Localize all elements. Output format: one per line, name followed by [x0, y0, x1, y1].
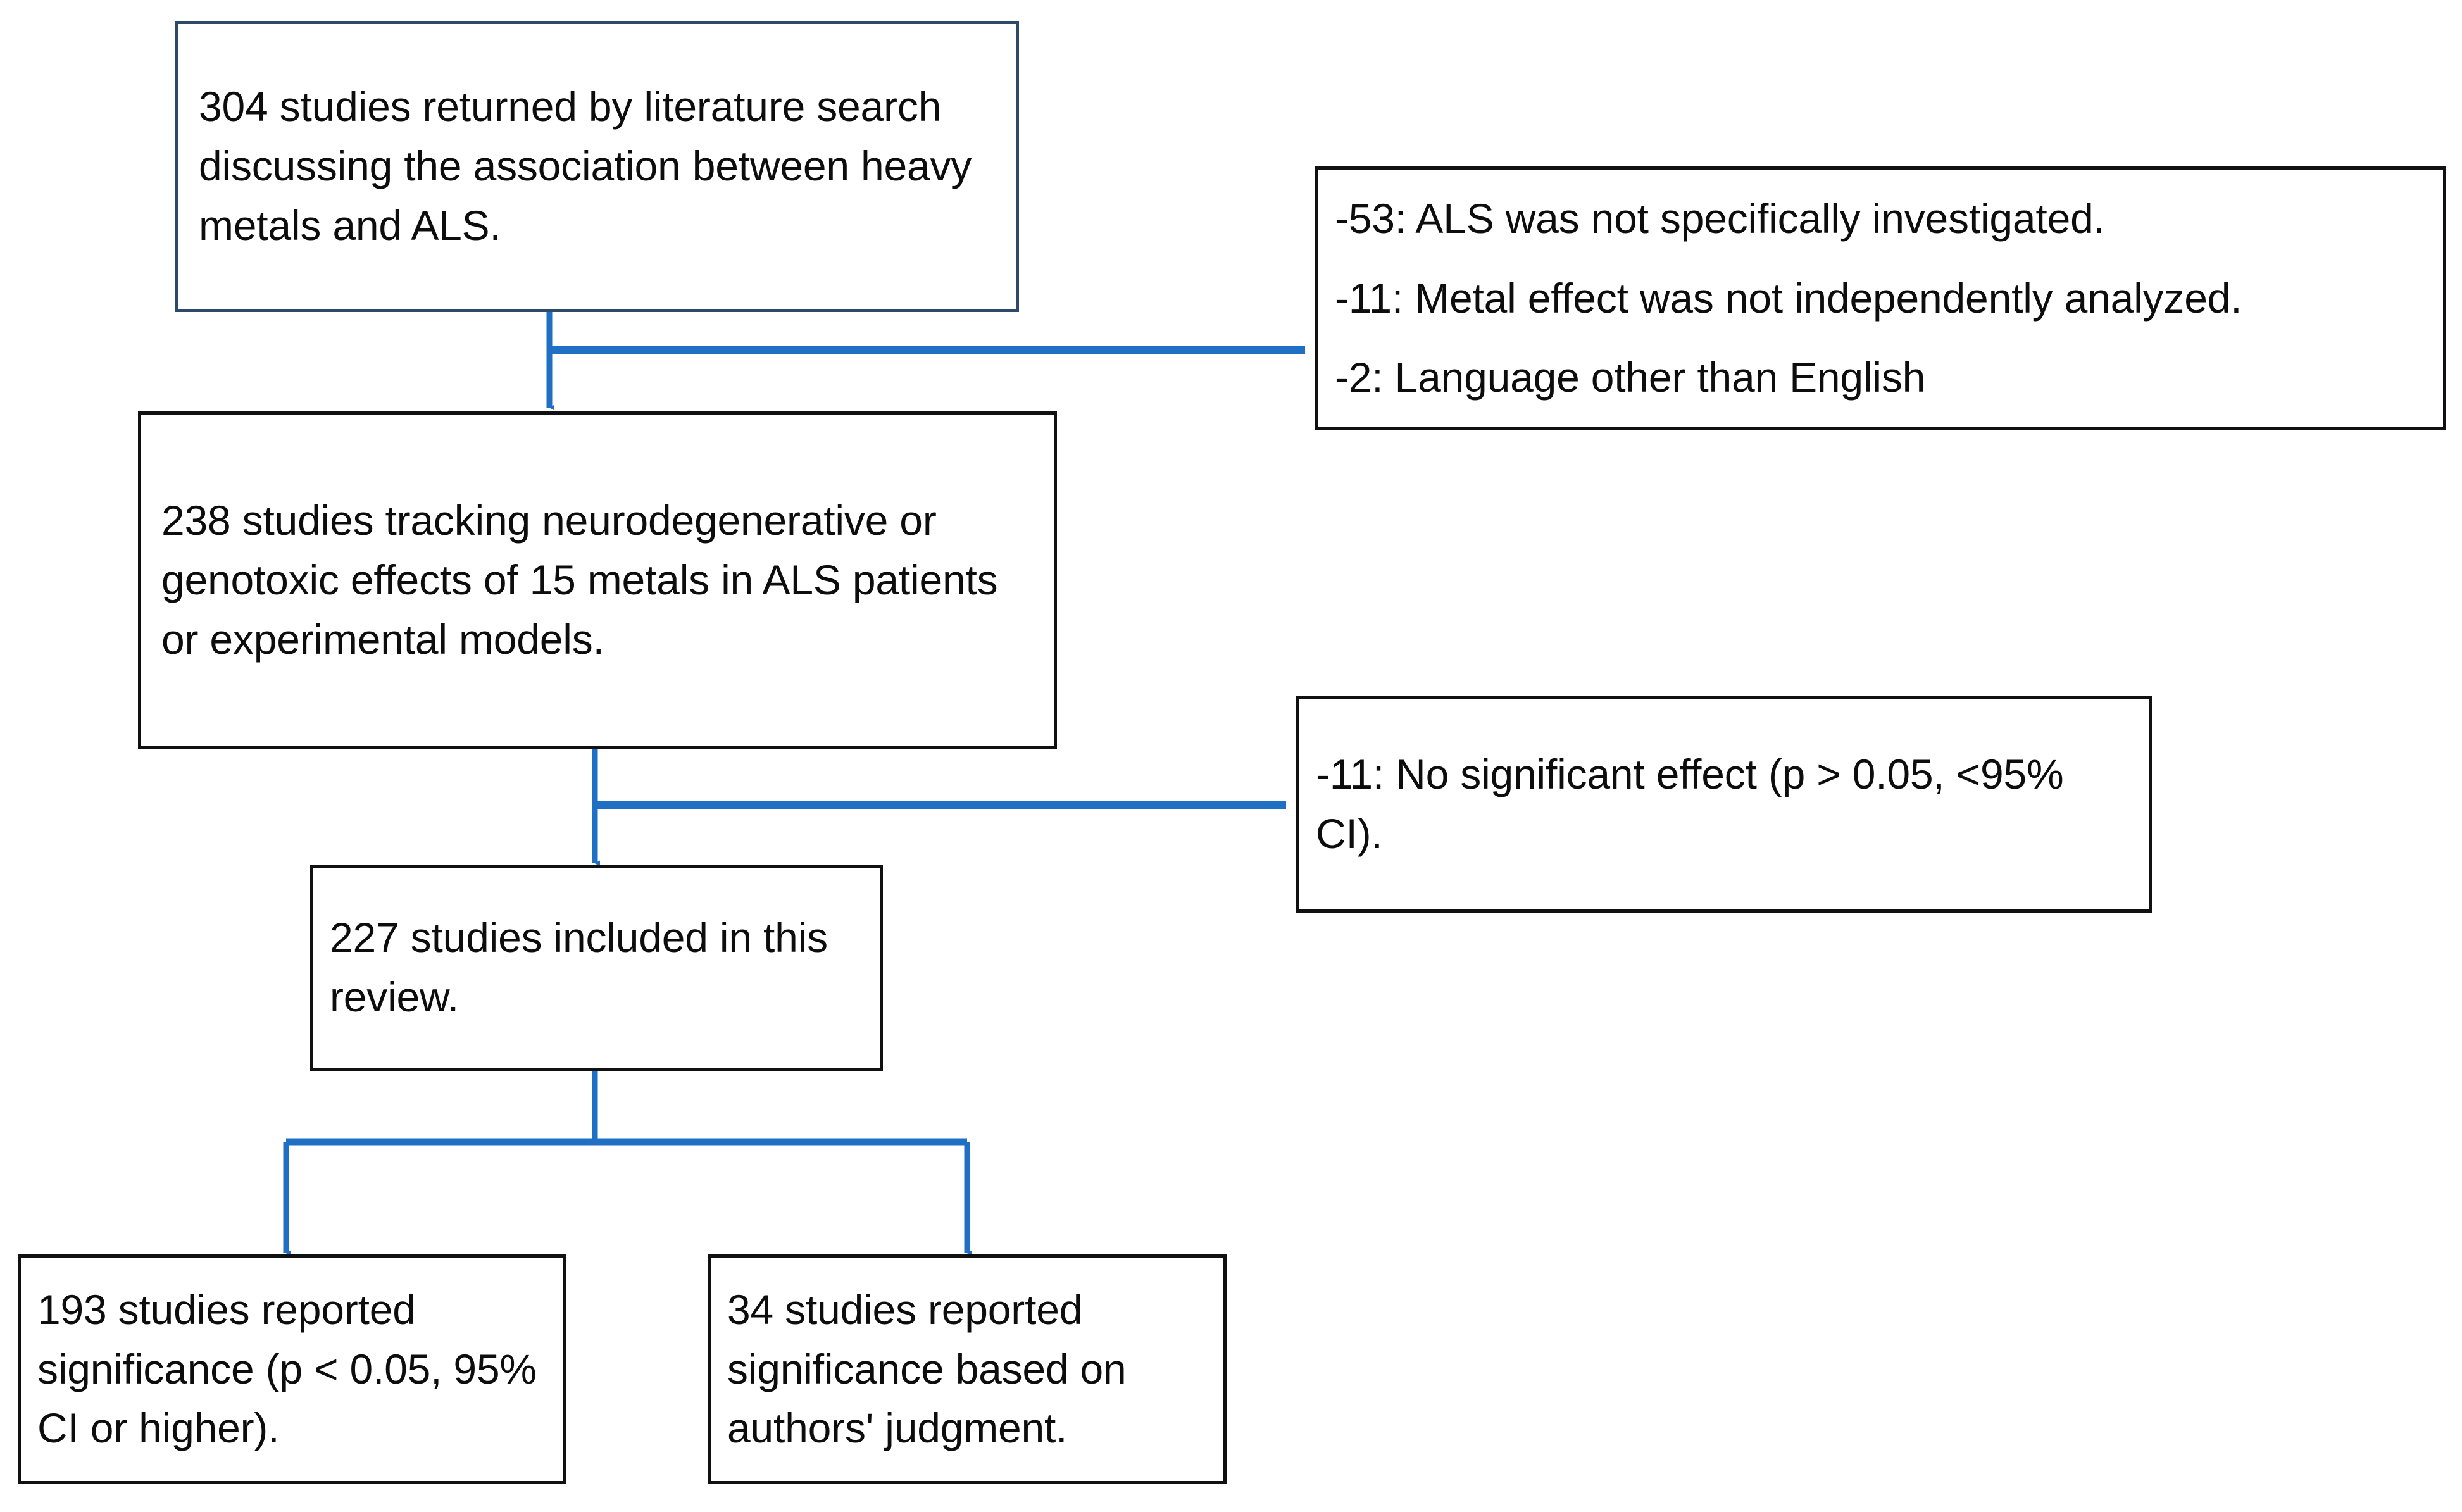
- node-included-text: 227 studies included in this review.: [330, 914, 828, 1020]
- node-screening: 238 studies tracking neurodegenerative o…: [138, 411, 1057, 749]
- exclusion-reason-no-significant-effect: -11: No significant effect (p > 0.05, <9…: [1316, 751, 2064, 857]
- exclusion-reason-language: -2: Language other than English: [1335, 353, 1926, 401]
- node-screening-text: 238 studies tracking neurodegenerative o…: [161, 497, 998, 663]
- node-identification-text: 304 studies returned by literature searc…: [199, 83, 972, 249]
- node-outcome-statistical-text: 193 studies reported significance (p < 0…: [37, 1285, 537, 1452]
- node-identification: 304 studies returned by literature searc…: [175, 21, 1019, 312]
- node-outcome-judgment: 34 studies reported significance based o…: [708, 1254, 1227, 1484]
- exclusion-reason-metal-not-independent: -11: Metal effect was not independently …: [1335, 274, 2242, 322]
- exclusion-box-stage-one: -53: ALS was not specifically investigat…: [1315, 166, 2446, 430]
- edge-included-to-outcomes: [283, 1071, 973, 1256]
- exclusion-reason-als-not-investigated: -53: ALS was not specifically investigat…: [1335, 195, 2105, 242]
- node-outcome-judgment-text: 34 studies reported significance based o…: [727, 1285, 1127, 1452]
- exclusion-box-stage-two: -11: No significant effect (p > 0.05, <9…: [1296, 696, 2152, 913]
- node-included: 227 studies included in this review.: [310, 865, 883, 1071]
- node-outcome-statistical: 193 studies reported significance (p < 0…: [18, 1254, 566, 1484]
